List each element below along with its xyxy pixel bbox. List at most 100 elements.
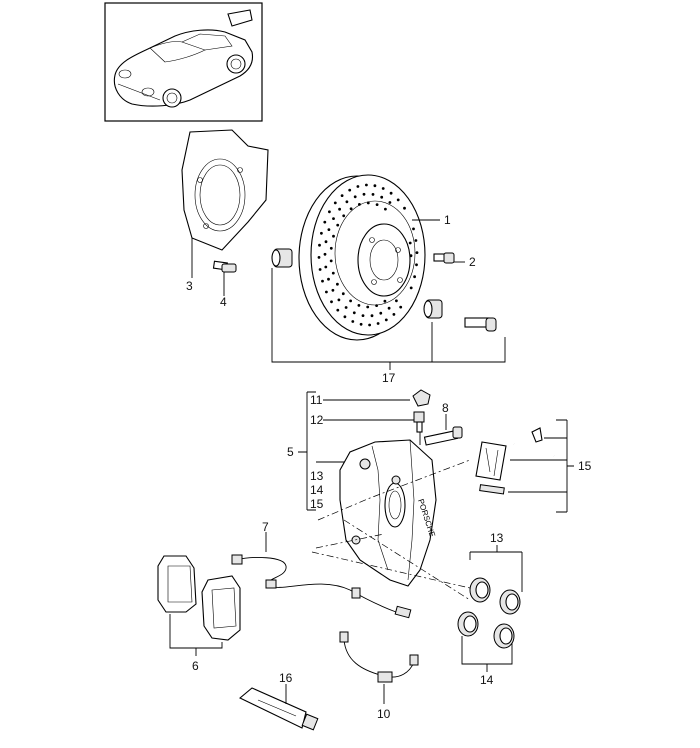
bleeder-cap-part bbox=[412, 389, 431, 407]
drill-hole bbox=[408, 241, 412, 245]
brake-pad-rear bbox=[201, 575, 241, 641]
drill-hole bbox=[331, 271, 335, 275]
callout-6: 6 bbox=[192, 659, 199, 673]
drill-hole bbox=[384, 318, 388, 322]
drill-hole bbox=[317, 256, 321, 259]
drill-hole bbox=[403, 206, 406, 210]
callout-7: 7 bbox=[262, 520, 269, 534]
callout-13-right: 13 bbox=[490, 531, 504, 545]
drill-hole bbox=[412, 227, 415, 231]
piston-seal-upper-b bbox=[499, 589, 521, 615]
drill-hole bbox=[366, 305, 370, 309]
drill-hole bbox=[338, 207, 341, 211]
drill-hole bbox=[318, 268, 322, 271]
drill-hole bbox=[368, 323, 371, 327]
callout-15-left: 15 bbox=[310, 497, 324, 511]
caliper-pin-part bbox=[423, 426, 463, 446]
drill-hole bbox=[324, 240, 328, 244]
drill-hole bbox=[331, 288, 335, 292]
drill-hole bbox=[343, 315, 347, 319]
brake-disc-part bbox=[298, 174, 426, 341]
drill-hole bbox=[388, 201, 392, 204]
drill-hole bbox=[375, 304, 378, 307]
callout-17: 17 bbox=[382, 371, 396, 385]
drill-hole bbox=[409, 286, 413, 290]
drill-hole bbox=[352, 311, 356, 315]
callout-5: 5 bbox=[287, 445, 294, 459]
grease-tube-part bbox=[238, 687, 319, 731]
piston-seal-lower-b bbox=[493, 623, 515, 649]
drill-hole bbox=[415, 263, 418, 267]
drill-hole bbox=[362, 192, 366, 196]
drill-hole bbox=[389, 191, 393, 195]
piston-seal-upper-a bbox=[469, 577, 491, 603]
drill-hole bbox=[321, 279, 324, 283]
shield-bolt-part bbox=[212, 260, 237, 273]
hub-bolt-part bbox=[464, 317, 497, 332]
drill-hole bbox=[376, 322, 380, 325]
callout-2: 2 bbox=[469, 255, 476, 269]
drill-hole bbox=[342, 214, 346, 218]
callout-14-right: 14 bbox=[480, 673, 494, 687]
brake-caliper-part: PORSCHE bbox=[339, 439, 437, 587]
drill-hole bbox=[320, 231, 323, 235]
drill-hole bbox=[373, 184, 377, 188]
callout-15-right: 15 bbox=[578, 459, 592, 473]
drill-hole bbox=[356, 185, 360, 188]
drill-hole bbox=[332, 217, 335, 221]
drill-hole bbox=[327, 228, 331, 232]
wear-sensor-part bbox=[231, 554, 412, 619]
drill-hole bbox=[414, 239, 418, 242]
drill-hole bbox=[380, 195, 384, 199]
drill-hole bbox=[333, 201, 337, 205]
drill-hole bbox=[375, 203, 379, 207]
drill-hole bbox=[387, 306, 391, 310]
callout-1: 1 bbox=[444, 213, 451, 227]
drill-hole bbox=[345, 200, 349, 204]
drill-hole bbox=[381, 187, 385, 190]
drill-hole bbox=[413, 275, 416, 279]
drill-hole bbox=[324, 265, 328, 269]
drill-hole bbox=[340, 194, 344, 198]
callout-3: 3 bbox=[186, 279, 193, 293]
callout-11: 11 bbox=[310, 393, 323, 407]
drill-hole bbox=[383, 299, 387, 303]
drill-hole bbox=[329, 259, 333, 263]
bleeder-valve-part bbox=[413, 411, 425, 433]
drill-hole bbox=[392, 313, 396, 316]
drill-hole bbox=[336, 282, 339, 286]
drill-hole bbox=[366, 201, 370, 205]
callout-12: 12 bbox=[310, 413, 324, 427]
drill-hole bbox=[336, 223, 340, 227]
drill-hole bbox=[318, 243, 321, 247]
drill-hole bbox=[358, 203, 361, 206]
drill-hole bbox=[327, 277, 330, 281]
drill-hole bbox=[330, 300, 333, 304]
drill-hole bbox=[329, 246, 333, 250]
callout-13-left: 13 bbox=[310, 469, 324, 483]
drill-hole bbox=[371, 193, 375, 196]
callout-14-left: 14 bbox=[310, 483, 324, 497]
callout-8: 8 bbox=[442, 401, 449, 415]
drill-hole bbox=[323, 220, 327, 224]
drill-hole bbox=[337, 298, 341, 302]
vehicle-thumbnail bbox=[104, 2, 263, 122]
callout-4: 4 bbox=[220, 295, 227, 309]
piston-seal-lower-a bbox=[457, 611, 479, 637]
pad-retaining-spring-part bbox=[475, 441, 507, 495]
drill-hole bbox=[351, 320, 355, 323]
drill-hole bbox=[357, 304, 361, 307]
drill-holes bbox=[317, 183, 419, 327]
drill-hole bbox=[325, 290, 328, 294]
drill-hole bbox=[370, 314, 374, 318]
drill-hole bbox=[328, 210, 331, 214]
car-icon bbox=[113, 9, 254, 108]
drill-hole bbox=[384, 207, 387, 211]
drill-hole bbox=[348, 188, 352, 192]
pad-pin-part bbox=[513, 427, 555, 457]
disc-bolt-part bbox=[433, 252, 455, 264]
callout-10: 10 bbox=[377, 707, 391, 721]
drill-hole bbox=[399, 305, 403, 309]
drill-hole bbox=[332, 234, 335, 238]
brake-pad-front bbox=[157, 555, 197, 613]
